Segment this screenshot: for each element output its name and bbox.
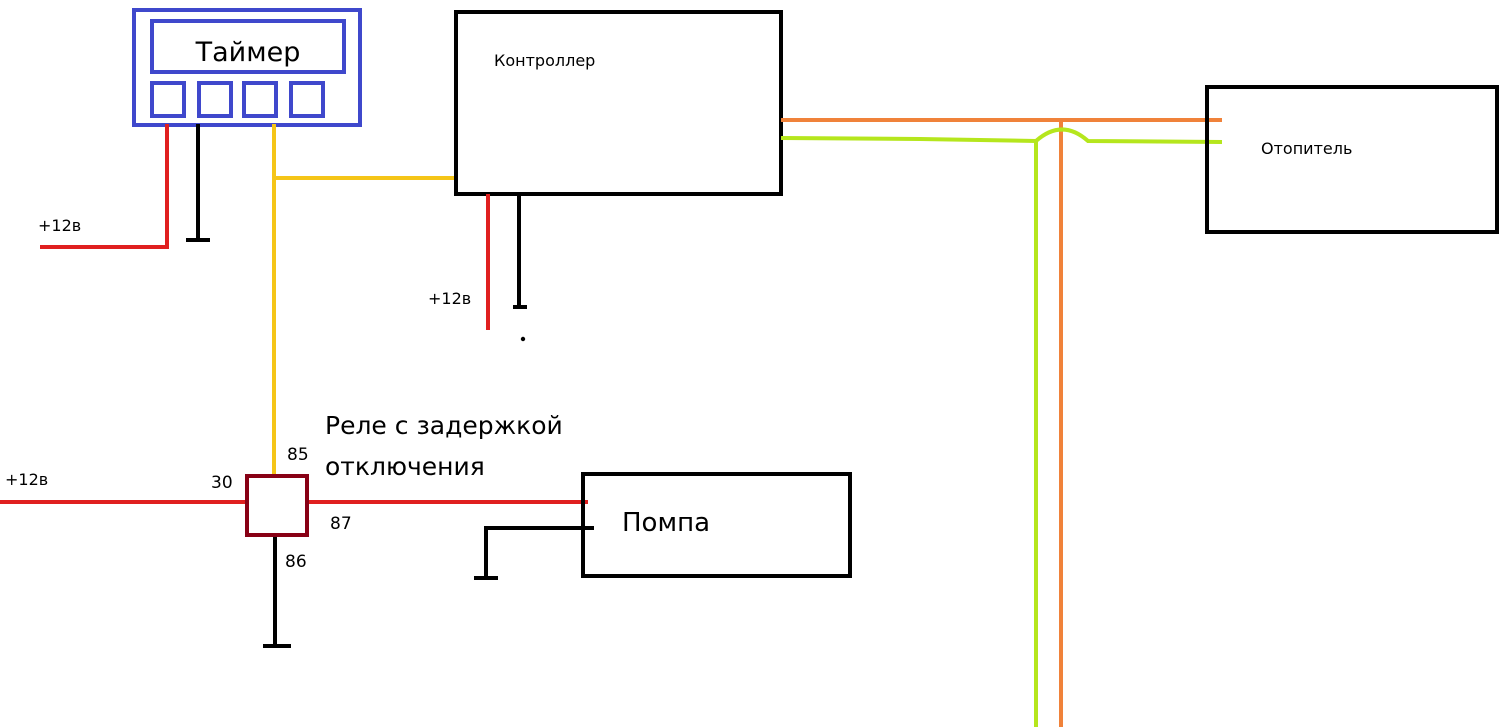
relay-pin-87: 87 bbox=[330, 514, 352, 534]
controller-title: Контроллер bbox=[494, 51, 595, 70]
relay-pin-30: 30 bbox=[211, 473, 233, 493]
heater-title: Отопитель bbox=[1261, 139, 1352, 158]
relay-pin-86: 86 bbox=[285, 552, 307, 572]
controller-power-label: +12в bbox=[428, 289, 471, 308]
pump-title: Помпа bbox=[622, 508, 710, 538]
relay-power-label: +12в bbox=[5, 470, 48, 489]
timer-button-1 bbox=[150, 81, 186, 118]
timer-title: Таймер bbox=[195, 37, 301, 68]
heater-frame bbox=[1205, 85, 1499, 234]
pump-ground-wire bbox=[484, 526, 594, 579]
pump-block: Помпа bbox=[581, 472, 852, 578]
relay-frame bbox=[245, 474, 309, 537]
relay-title-line1: Реле с задержкой bbox=[325, 411, 563, 440]
pump-frame bbox=[581, 472, 852, 578]
timer-frame bbox=[132, 8, 362, 127]
stray-dot bbox=[520, 336, 526, 342]
relay-pin-85: 85 bbox=[287, 445, 309, 465]
controller-frame bbox=[454, 10, 783, 196]
timer-block: Таймер bbox=[132, 8, 362, 127]
timer-button-3 bbox=[242, 81, 278, 118]
controller-block: Контроллер bbox=[454, 10, 783, 196]
relay-title-line2: отключения bbox=[325, 452, 485, 481]
signal-wire-to-controller bbox=[272, 124, 457, 180]
timer-power-wire bbox=[40, 124, 169, 249]
timer-display bbox=[150, 19, 346, 74]
relay-block: Реле с задержкой отключения +12в 85 30 8… bbox=[0, 411, 588, 648]
timer-power-label: +12в bbox=[38, 216, 81, 235]
timer-button-2 bbox=[197, 81, 233, 118]
heater-wire-green bbox=[780, 127, 1223, 145]
heater-block: Отопитель bbox=[1205, 85, 1499, 234]
timer-button-4 bbox=[289, 81, 325, 118]
